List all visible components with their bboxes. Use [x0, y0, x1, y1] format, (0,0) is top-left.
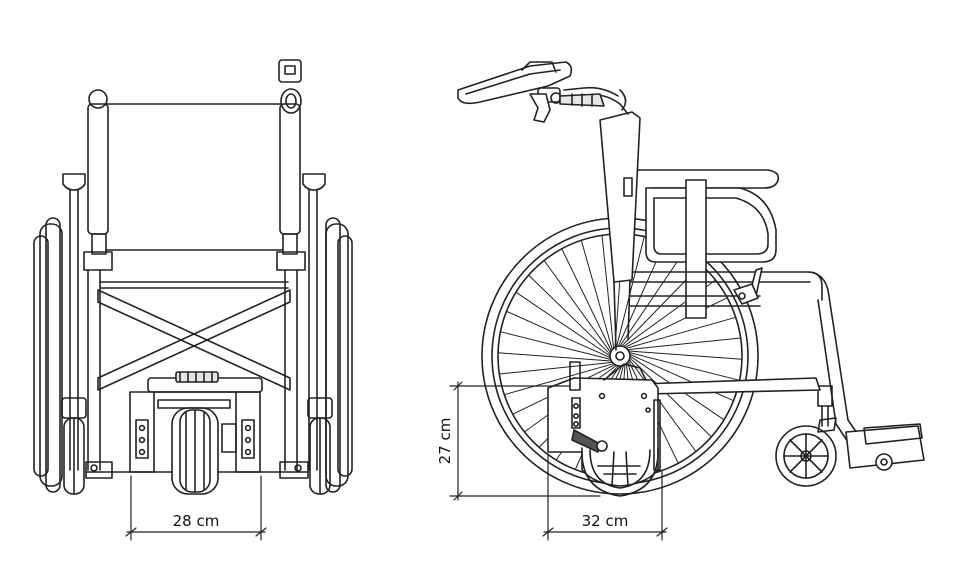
wheel-spoke — [528, 274, 611, 355]
wheel-spoke — [628, 350, 743, 360]
side-brake-lever — [733, 267, 763, 305]
front-width-dimension — [125, 475, 267, 541]
wheel-spoke — [515, 291, 611, 357]
wheel-spoke — [498, 361, 613, 375]
side-drive-unit — [547, 361, 661, 497]
side-joystick-controller — [457, 61, 605, 123]
length-dimension-label: 32 cm — [582, 512, 629, 530]
side-backpost — [561, 86, 641, 351]
wheel-spoke — [497, 352, 612, 362]
front-right-armrest — [302, 173, 326, 471]
front-right-caster — [307, 397, 333, 495]
wheel-spoke — [601, 234, 615, 349]
front-drive-unit — [129, 371, 263, 495]
side-lower-rail — [639, 377, 821, 395]
front-left-armrest — [62, 173, 86, 471]
front-left-caster — [61, 397, 87, 495]
front-left-footplate — [85, 461, 113, 479]
wheel-spoke — [580, 239, 613, 351]
front-left-bolt — [90, 464, 98, 472]
wheel-spoke — [561, 248, 612, 352]
front-right-footplate — [279, 461, 309, 479]
wheel-spoke — [616, 236, 645, 348]
wheel-spoke — [628, 358, 697, 452]
wheel-spoke — [500, 331, 612, 360]
wheel-spoke — [627, 337, 742, 351]
front-left-rear-wheel — [33, 217, 63, 493]
front-right-backpost — [276, 59, 306, 471]
wheel-spoke — [506, 310, 611, 359]
wheel-spoke — [625, 316, 737, 349]
side-height-dimension — [449, 381, 601, 501]
side-front-frame — [809, 271, 925, 471]
wheel-spoke — [503, 363, 615, 396]
front-left-backpost — [83, 89, 113, 471]
wheel-spoke — [628, 352, 740, 381]
wheel-spoke — [543, 260, 612, 354]
side-front-caster — [775, 417, 837, 487]
wheel-spoke — [629, 357, 712, 438]
side-view — [449, 61, 925, 541]
height-dimension-label: 27 cm — [436, 418, 454, 465]
front-view — [33, 59, 353, 541]
side-armrest — [635, 169, 780, 319]
wheel-spoke — [619, 251, 685, 347]
front-cross-brace — [97, 281, 291, 391]
front-right-rear-wheel — [325, 217, 353, 493]
side-length-dimension — [542, 453, 668, 541]
width-dimension-label: 28 cm — [173, 512, 220, 530]
front-right-bolt — [294, 464, 302, 472]
